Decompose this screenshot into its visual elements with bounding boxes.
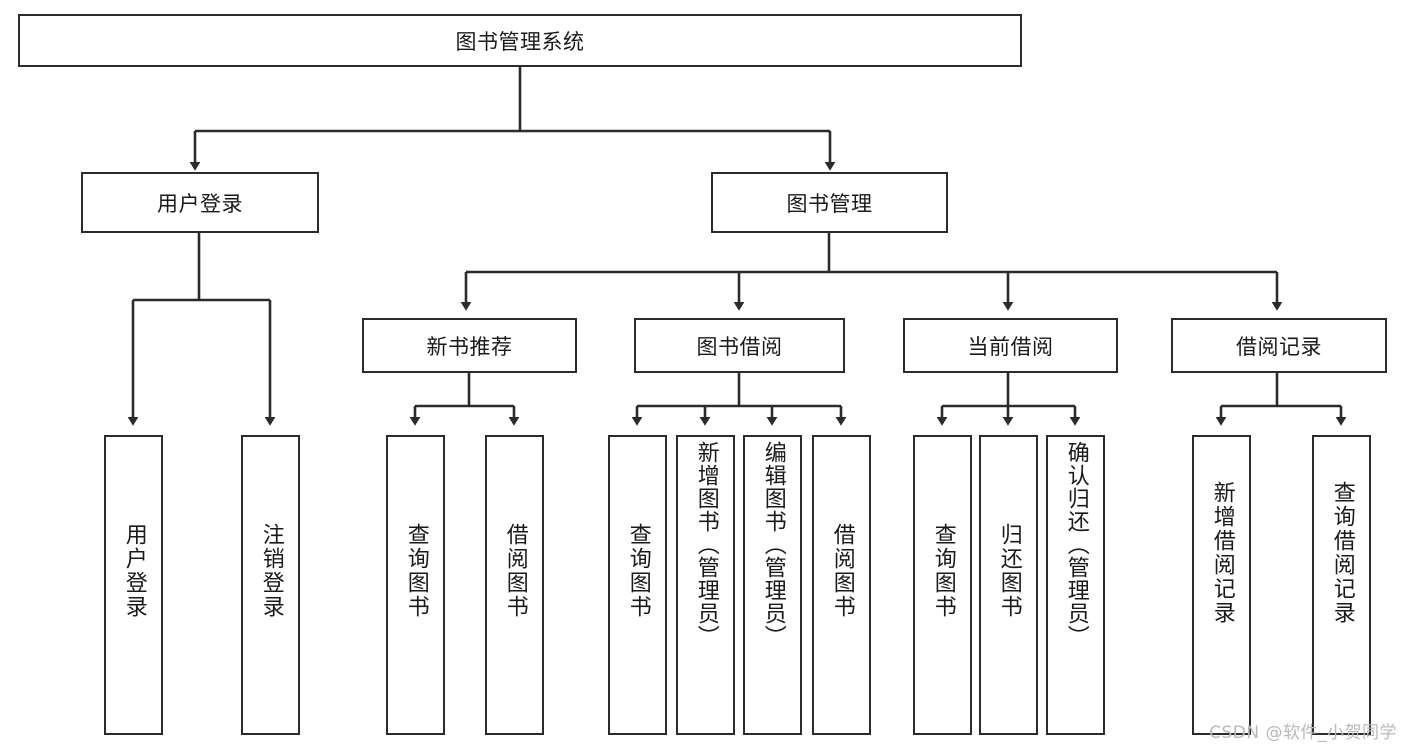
node-root-book-management-system[interactable]: 图书管理系统: [18, 14, 1022, 67]
node-leaf-user-login[interactable]: 用户登录: [104, 435, 163, 735]
node-label: 借阅图书: [829, 523, 855, 619]
node-label: 归还图书: [996, 523, 1022, 619]
node-label: 新书推荐: [426, 334, 513, 359]
node-leaf-confirm-return-admin[interactable]: 确认归还（管理员）: [1046, 435, 1105, 735]
node-leaf-query-borrow-record[interactable]: 查询借阅记录: [1312, 435, 1371, 735]
node-label: 用户登录: [121, 523, 147, 619]
node-borrowing-records[interactable]: 借阅记录: [1171, 318, 1387, 373]
node-label: 新增图书（管理员）: [693, 441, 719, 648]
watermark-csdn: CSDN @软件_小贺同学: [1209, 723, 1397, 743]
node-label: 查询图书: [930, 523, 956, 619]
node-label: 编辑图书（管理员）: [760, 441, 786, 648]
node-label: 图书管理: [786, 191, 873, 216]
node-label: 查询图书: [403, 523, 429, 619]
node-label: 注销登录: [258, 523, 284, 619]
node-label: 借阅图书: [502, 523, 528, 619]
node-book-management[interactable]: 图书管理: [711, 172, 948, 233]
node-label: 图书管理系统: [455, 29, 585, 54]
node-leaf-return-book[interactable]: 归还图书: [979, 435, 1038, 735]
node-label: 查询借阅记录: [1329, 481, 1355, 625]
node-label: 用户登录: [157, 191, 243, 216]
node-book-borrowing[interactable]: 图书借阅: [634, 318, 845, 373]
node-label: 新增借阅记录: [1209, 481, 1235, 625]
node-leaf-logout[interactable]: 注销登录: [241, 435, 300, 735]
node-leaf-add-book-admin[interactable]: 新增图书（管理员）: [676, 435, 735, 735]
node-new-book-recommendation[interactable]: 新书推荐: [362, 318, 577, 373]
node-current-borrowing[interactable]: 当前借阅: [903, 318, 1118, 373]
node-leaf-query-book-recommendation[interactable]: 查询图书: [386, 435, 445, 735]
node-leaf-query-book-borrowing[interactable]: 查询图书: [608, 435, 667, 735]
node-label: 借阅记录: [1236, 334, 1322, 359]
node-label: 查询图书: [625, 523, 651, 619]
node-leaf-borrow-book-borrowing[interactable]: 借阅图书: [812, 435, 871, 735]
node-label: 当前借阅: [967, 334, 1054, 359]
node-leaf-add-borrow-record[interactable]: 新增借阅记录: [1192, 435, 1251, 735]
node-leaf-edit-book-admin[interactable]: 编辑图书（管理员）: [743, 435, 802, 735]
node-user-login[interactable]: 用户登录: [81, 172, 319, 233]
node-leaf-borrow-book-recommendation[interactable]: 借阅图书: [485, 435, 544, 735]
node-leaf-query-book-current[interactable]: 查询图书: [913, 435, 972, 735]
node-label: 确认归还（管理员）: [1063, 441, 1089, 648]
node-label: 图书借阅: [696, 334, 783, 359]
